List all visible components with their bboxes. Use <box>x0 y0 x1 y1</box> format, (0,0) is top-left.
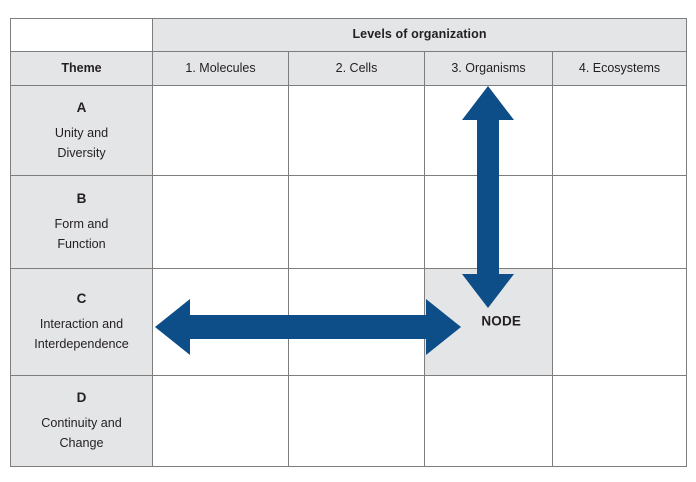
matrix-container: Levels of organization Theme 1. Molecule… <box>10 18 688 467</box>
header-row-columns: Theme 1. Molecules 2. Cells 3. Organisms… <box>10 51 688 86</box>
theme-text-d-line1: Continuity and <box>41 416 122 431</box>
cell-a-organisms[interactable] <box>424 85 553 176</box>
theme-header: Theme <box>10 51 153 86</box>
corner-cell <box>10 18 153 52</box>
themes-levels-matrix: Levels of organization Theme 1. Molecule… <box>10 18 688 467</box>
theme-label-c: C Interaction and Interdependence <box>10 268 153 376</box>
level-header-molecules: 1. Molecules <box>152 51 289 86</box>
table-row-theme-c: C Interaction and Interdependence NODE <box>10 268 688 376</box>
cell-c-molecules[interactable] <box>152 268 289 376</box>
cell-b-molecules[interactable] <box>152 175 289 269</box>
level-header-organisms: 3. Organisms <box>424 51 553 86</box>
cell-b-organisms[interactable] <box>424 175 553 269</box>
theme-text-a-line2: Diversity <box>57 145 106 160</box>
level-header-cells: 2. Cells <box>288 51 425 86</box>
theme-text-b-line1: Form and <box>54 217 109 232</box>
theme-letter-b: B <box>76 191 87 207</box>
cell-a-ecosystems[interactable] <box>551 85 688 176</box>
table-row-theme-b: B Form and Function <box>10 175 688 269</box>
header-row-levels: Levels of organization <box>10 18 688 52</box>
levels-of-organization-header: Levels of organization <box>151 18 688 52</box>
table-row-theme-a: A Unity and Diversity <box>10 85 688 176</box>
cell-d-ecosystems[interactable] <box>551 375 688 467</box>
theme-text-b-line2: Function <box>57 237 106 252</box>
theme-letter-c: C <box>76 291 87 307</box>
theme-letter-a: A <box>76 99 87 115</box>
theme-text-c-line1: Interaction and <box>39 317 124 332</box>
theme-label-a: A Unity and Diversity <box>10 85 153 176</box>
cell-d-cells[interactable] <box>288 375 425 467</box>
cell-c-organisms-node[interactable]: NODE <box>424 268 553 376</box>
cell-c-cells[interactable] <box>288 268 425 376</box>
theme-label-d: D Continuity and Change <box>10 375 153 467</box>
cell-a-cells[interactable] <box>288 85 425 176</box>
theme-letter-d: D <box>76 390 87 406</box>
cell-a-molecules[interactable] <box>152 85 289 176</box>
theme-text-c-line2: Interdependence <box>34 337 129 352</box>
theme-text-a-line1: Unity and <box>54 125 109 140</box>
cell-c-ecosystems[interactable] <box>551 268 688 376</box>
theme-text-d-line2: Change <box>59 436 104 451</box>
cell-b-cells[interactable] <box>288 175 425 269</box>
level-header-ecosystems: 4. Ecosystems <box>551 51 688 86</box>
cell-b-ecosystems[interactable] <box>551 175 688 269</box>
cell-d-molecules[interactable] <box>152 375 289 467</box>
node-label: NODE <box>481 313 522 329</box>
cell-d-organisms[interactable] <box>424 375 553 467</box>
theme-label-b: B Form and Function <box>10 175 153 269</box>
table-row-theme-d: D Continuity and Change <box>10 375 688 467</box>
